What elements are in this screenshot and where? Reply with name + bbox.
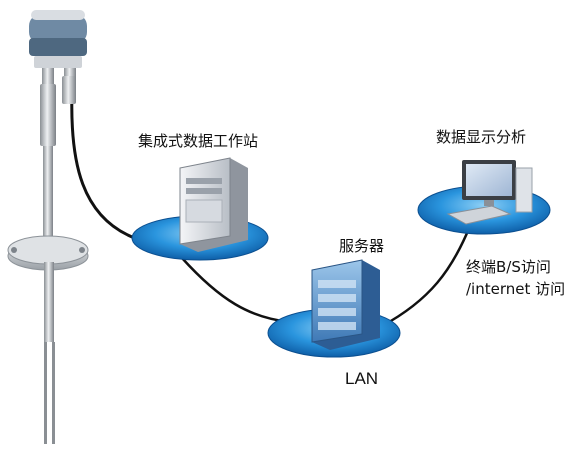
desktop-computer-icon [446, 160, 533, 225]
terminal-access-label: 终端B/S访问 [466, 258, 551, 276]
server-rack-icon [311, 259, 380, 350]
server-display-cable [381, 225, 472, 328]
workstation-node [131, 157, 269, 261]
server-label: 服务器 [339, 237, 385, 255]
tower-pc-icon [179, 157, 248, 252]
workstation-label: 集成式数据工作站 [138, 132, 259, 150]
lan-label: LAN [345, 369, 379, 388]
display-node [417, 160, 551, 235]
display-analysis-label: 数据显示分析 [436, 128, 527, 146]
server-node [267, 259, 401, 358]
internet-access-label: /internet 访问 [466, 280, 566, 298]
probe-cable [70, 91, 141, 242]
workstation-server-cable [181, 257, 291, 324]
sensor-probe-icon [7, 10, 89, 444]
